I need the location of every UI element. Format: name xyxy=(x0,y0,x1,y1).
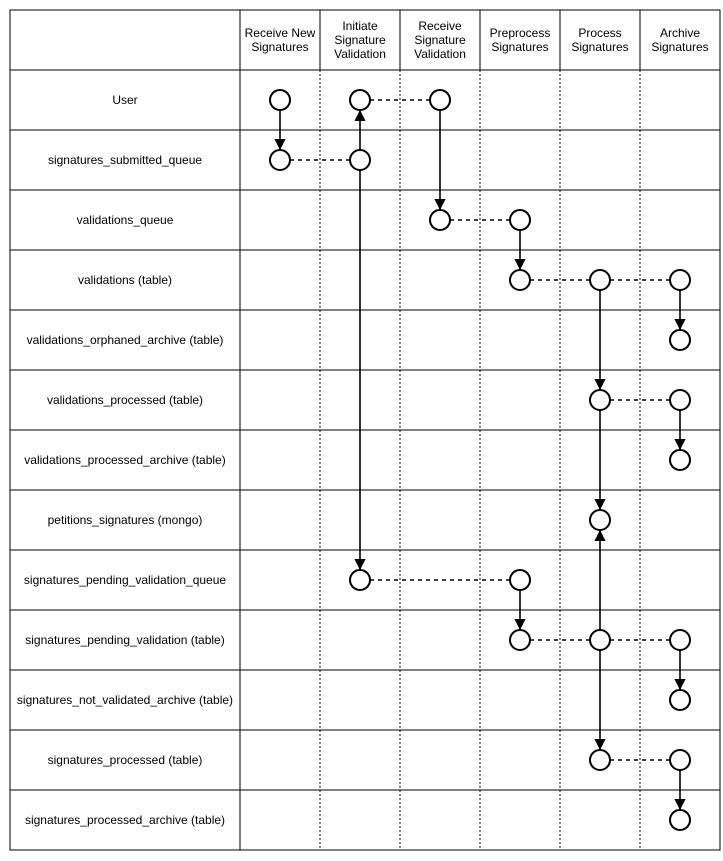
flow-node xyxy=(589,509,611,531)
flow-node xyxy=(669,689,691,711)
flow-node xyxy=(669,629,691,651)
flow-node xyxy=(669,329,691,351)
row-label-user: User xyxy=(112,93,138,107)
row-label-validations-table: validations (table) xyxy=(77,273,173,287)
flow-node xyxy=(669,449,691,471)
flow-node xyxy=(589,749,611,771)
flow-node xyxy=(669,809,691,831)
flow-node xyxy=(269,149,291,171)
dashed-links xyxy=(290,99,670,761)
row-label-petitions-signatures: petitions_signatures (mongo) xyxy=(47,513,203,527)
flow-node xyxy=(669,269,691,291)
flow-node xyxy=(429,209,451,231)
flow-node xyxy=(349,89,371,111)
flow-node xyxy=(509,569,531,591)
flow-node xyxy=(349,569,371,591)
row-label-signatures-processed: signatures_processed (table) xyxy=(47,753,203,767)
row-label-signatures-processed-archive: signatures_processed_archive (table) xyxy=(24,813,226,827)
table-grid xyxy=(9,9,721,851)
flow-node xyxy=(509,209,531,231)
row-label-signatures-pending-validation: signatures_pending_validation (table) xyxy=(25,633,225,647)
column-header-preprocess: Preprocess Signatures xyxy=(489,26,551,54)
row-label-validations-processed-archive: validations_processed_archive (table) xyxy=(24,453,226,467)
column-header-process: Process Signatures xyxy=(571,26,629,54)
row-label-validations-orphaned-archive: validations_orphaned_archive (table) xyxy=(26,333,224,347)
flow-node xyxy=(669,749,691,771)
column-header-receive-validation: Receive Signature Validation xyxy=(414,19,466,61)
column-header-archive: Archive Signatures xyxy=(651,26,709,54)
flow-node xyxy=(509,269,531,291)
row-label-signatures-pending-validation-queue: signatures_pending_validation_queue xyxy=(23,573,227,587)
flow-arrows xyxy=(274,109,686,811)
flow-node xyxy=(429,89,451,111)
flow-nodes xyxy=(269,89,691,831)
flow-node xyxy=(669,389,691,411)
flow-node xyxy=(589,629,611,651)
flow-node xyxy=(349,149,371,171)
column-header-receive-new: Receive New Signatures xyxy=(244,26,316,54)
row-label-validations-processed: validations_processed (table) xyxy=(46,393,204,407)
flow-node xyxy=(509,629,531,651)
row-label-validations-queue: validations_queue xyxy=(76,213,174,227)
row-label-signatures-submitted-queue: signatures_submitted_queue xyxy=(47,153,203,167)
flow-node xyxy=(589,269,611,291)
flow-node xyxy=(589,389,611,411)
column-header-initiate-validation: Initiate Signature Validation xyxy=(334,19,386,61)
row-label-signatures-not-validated-archive: signatures_not_validated_archive (table) xyxy=(16,693,234,707)
flow-node xyxy=(269,89,291,111)
